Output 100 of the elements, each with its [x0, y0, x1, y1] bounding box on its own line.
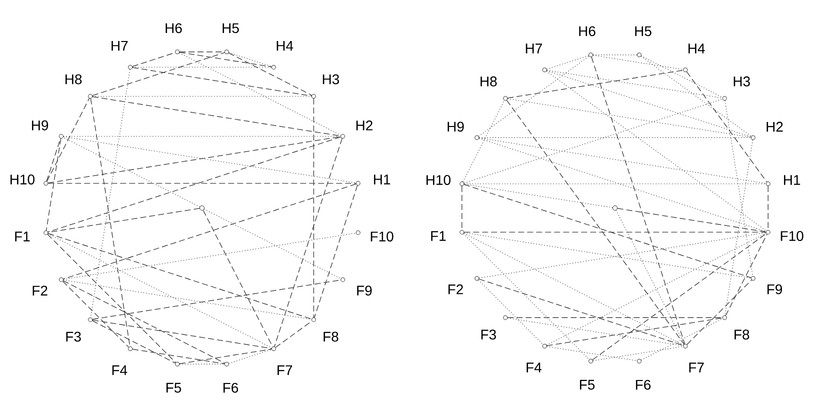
edge-line — [507, 70, 684, 98]
edge-line — [62, 136, 200, 208]
node-label: H4 — [688, 44, 705, 54]
node-label: F10 — [370, 232, 394, 242]
graph-node: H8 — [480, 76, 508, 101]
edge-line — [478, 280, 544, 345]
edge-line — [546, 70, 767, 232]
edge-line — [724, 100, 754, 277]
graph-node: H6 — [579, 26, 596, 58]
graph-node: H7 — [112, 40, 133, 70]
edge-line — [507, 318, 684, 346]
graph-node: H2 — [750, 122, 783, 140]
node-label: F3 — [66, 332, 81, 342]
node-label: F1 — [431, 231, 446, 241]
edge-line — [546, 318, 723, 346]
graph-node: H9 — [32, 120, 64, 139]
edge-line — [464, 183, 766, 184]
node-label: F1 — [15, 232, 30, 242]
edge-line — [90, 98, 130, 347]
edge-line — [616, 210, 685, 344]
graph-node: H4 — [683, 44, 705, 72]
edge-line — [92, 96, 341, 136]
node-label: F10 — [780, 231, 804, 241]
graph-node: F3 — [481, 315, 508, 340]
edge-line — [202, 210, 274, 348]
graph-node: F10 — [766, 230, 804, 241]
edge-line — [724, 139, 754, 316]
graph-node: F7 — [683, 344, 704, 372]
node-label: H3 — [322, 74, 340, 84]
edge-line — [63, 136, 341, 137]
edge-line — [47, 234, 176, 363]
node-label: F6 — [223, 382, 238, 393]
graph-node: F1 — [431, 230, 464, 241]
graph-node: F5 — [580, 358, 595, 390]
edge-line — [63, 184, 356, 280]
node-label: H8 — [480, 76, 497, 86]
node-label: F7 — [278, 365, 292, 376]
edge-line — [686, 71, 768, 182]
edge-line — [464, 184, 752, 278]
edge-line — [178, 52, 342, 136]
graph-node: F2 — [32, 277, 64, 296]
node-label: F6 — [636, 380, 651, 390]
edge-line — [592, 54, 684, 70]
centre-node — [200, 206, 204, 210]
node-label: F8 — [324, 332, 338, 342]
edge-line — [313, 98, 314, 318]
edge-line — [617, 208, 766, 232]
node-label: F9 — [767, 284, 782, 294]
graph-node: F10 — [356, 230, 394, 242]
node-label: H5 — [222, 23, 239, 34]
edge-line — [48, 233, 272, 348]
node-label: H6 — [166, 23, 182, 34]
node-label: F8 — [734, 330, 750, 340]
centre-node — [612, 206, 618, 210]
edge-line — [314, 185, 358, 318]
edge-line — [546, 70, 752, 138]
graph-node: H10 — [426, 175, 464, 186]
edge-line — [179, 52, 272, 68]
graph-node: F6 — [636, 358, 651, 390]
node-label: H3 — [734, 76, 750, 86]
edge-line — [462, 100, 505, 182]
graph-node: H3 — [722, 76, 750, 101]
edge-line — [63, 232, 356, 280]
edge-line — [478, 138, 766, 232]
edge-line — [546, 232, 766, 346]
node-label: F3 — [481, 330, 496, 340]
edge-line — [275, 320, 312, 348]
edge-line — [478, 278, 684, 346]
node-label: H10 — [10, 174, 34, 184]
node-label: F2 — [448, 284, 463, 294]
graph-node: F4 — [526, 344, 547, 372]
node-label: F4 — [112, 365, 128, 376]
graph-node: H8 — [66, 74, 93, 99]
edge-line — [90, 69, 130, 318]
edge-line — [63, 280, 312, 320]
graph-node: F7 — [271, 346, 292, 376]
node-label: H9 — [448, 122, 464, 132]
node-label: H5 — [635, 26, 652, 36]
edge-line — [640, 56, 752, 137]
edge-line — [546, 55, 590, 70]
edge-line — [464, 98, 723, 184]
edge-line — [725, 234, 768, 316]
edge-line — [506, 100, 684, 345]
graph-node: F3 — [66, 317, 93, 342]
edge-line — [478, 138, 766, 184]
node-label: F5 — [166, 382, 182, 393]
edge-line — [179, 348, 272, 364]
edge-line — [546, 346, 638, 362]
graph-node: H5 — [635, 26, 652, 58]
graph-node: H4 — [271, 40, 294, 70]
node-label: F9 — [357, 286, 372, 296]
node-label: F7 — [689, 362, 704, 372]
edge-line — [228, 52, 312, 96]
edge-line — [478, 137, 752, 138]
edge-line — [686, 280, 752, 345]
edge-line — [132, 348, 225, 364]
edge-line — [546, 70, 723, 98]
graph-node: F2 — [448, 276, 480, 294]
edge-line — [228, 52, 272, 67]
edge-line — [640, 56, 723, 98]
